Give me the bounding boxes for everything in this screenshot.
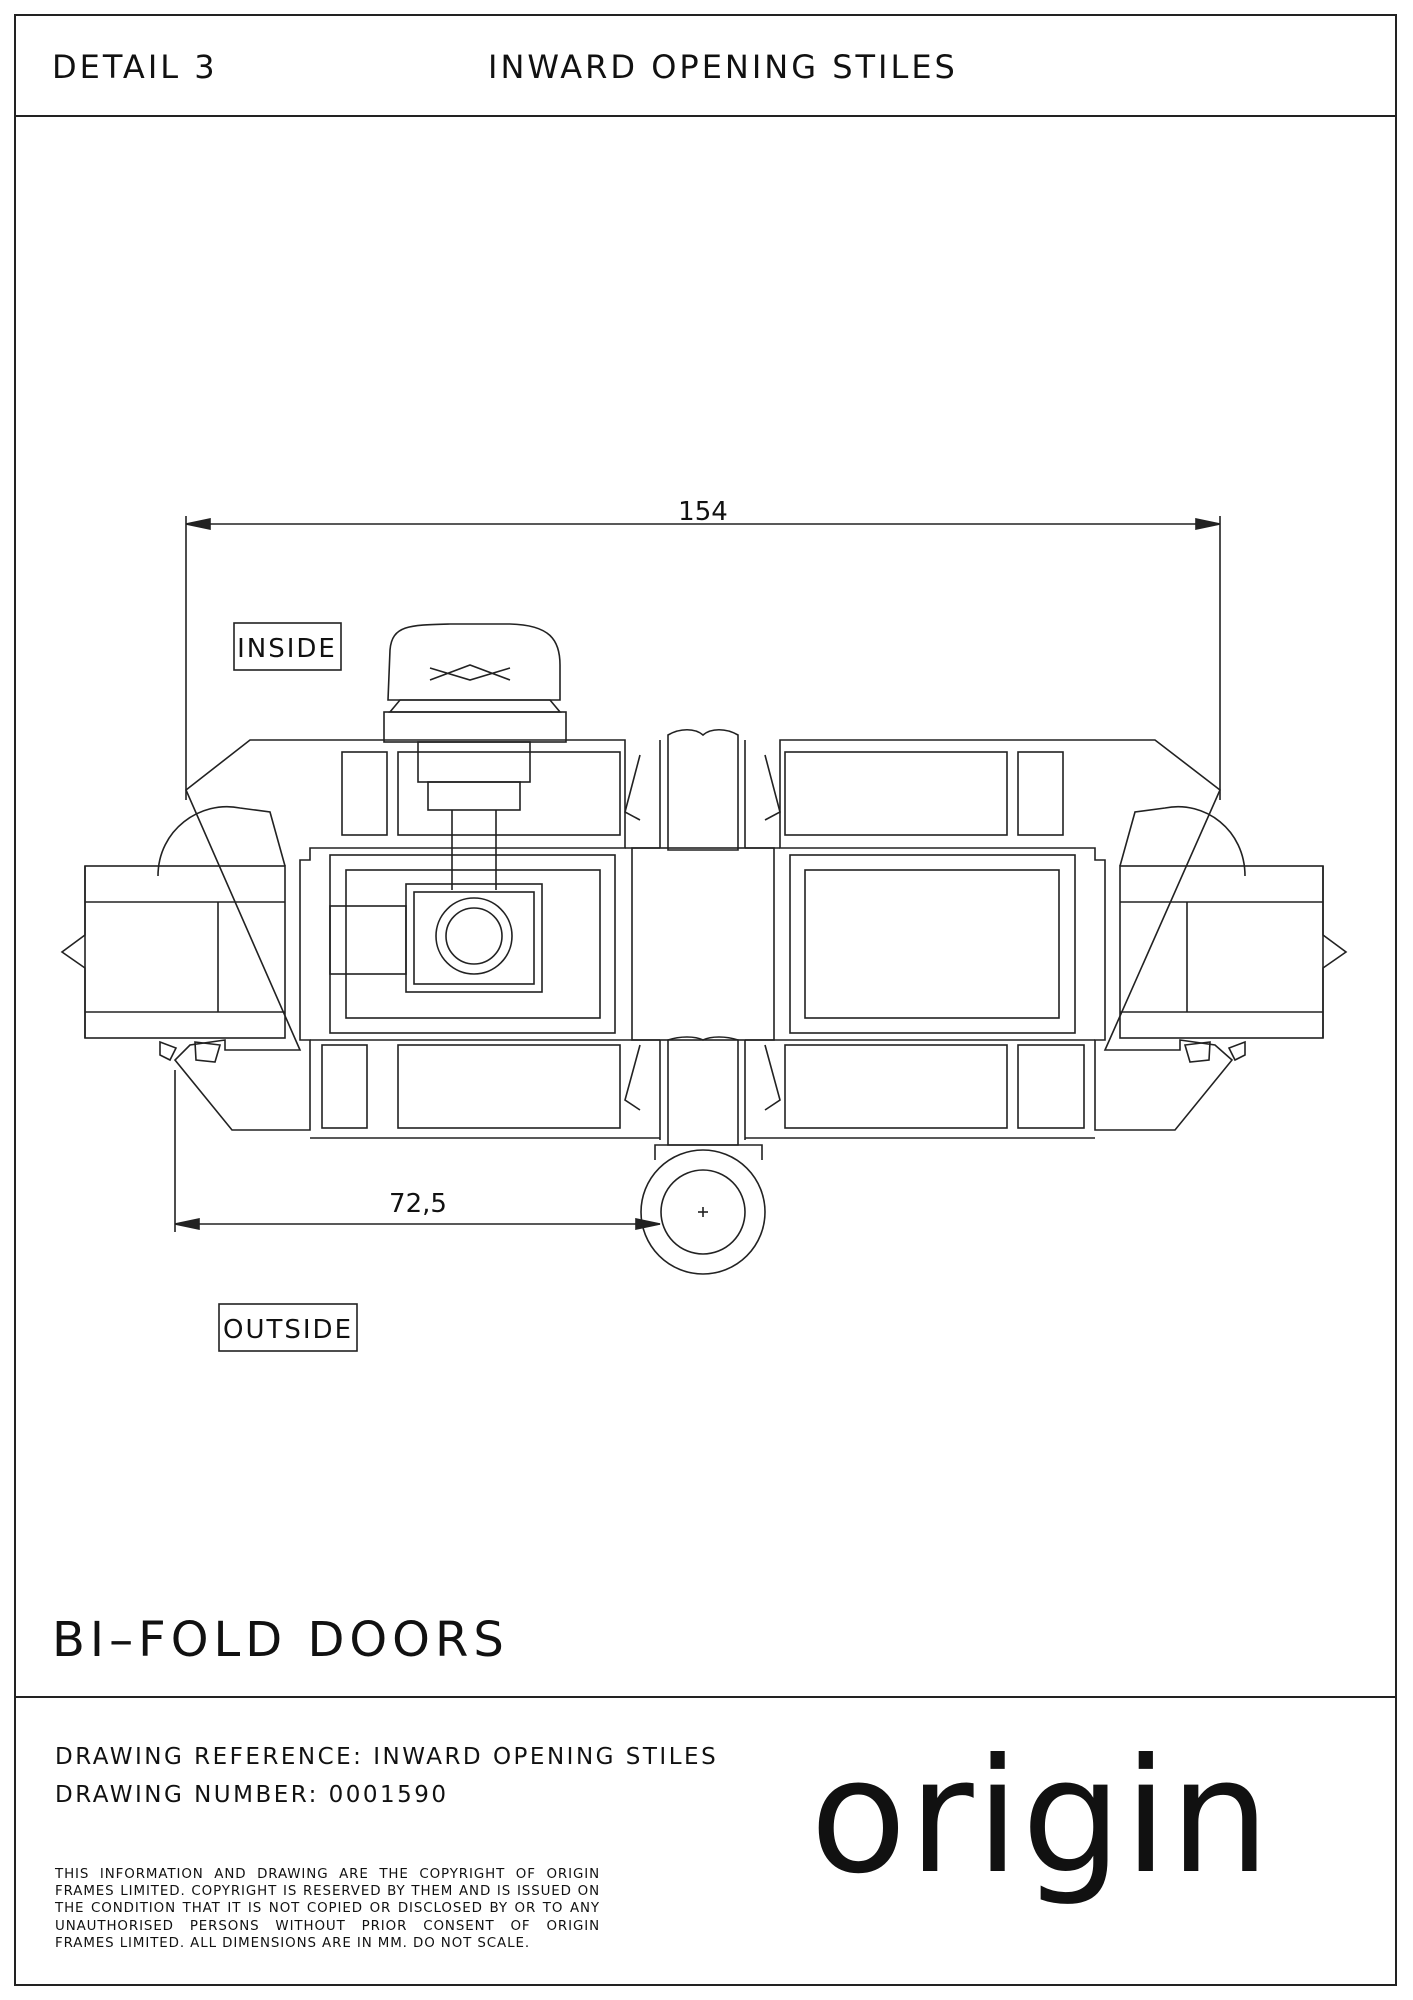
dimension-overall-value: 154 [678, 497, 728, 527]
glass-unit-right [1119, 865, 1348, 1039]
drawing-border [14, 14, 1397, 1986]
dimension-partial: 72,5 [174, 1070, 661, 1232]
detail-number: DETAIL 3 [52, 48, 218, 86]
door-handle [383, 623, 567, 890]
glazing-gasket-left [157, 805, 286, 877]
sash-profile-right [745, 739, 1234, 1139]
header-divider [14, 115, 1397, 117]
svg-text:OUTSIDE: OUTSIDE [223, 1315, 353, 1345]
copyright-notice: THIS INFORMATION AND DRAWING ARE THE COP… [55, 1867, 600, 1951]
lock-cylinder [640, 1144, 766, 1275]
drawing-number: DRAWING NUMBER: 0001590 [55, 1782, 449, 1808]
footer-divider [14, 1696, 1397, 1698]
product-title: BI–FOLD DOORS [52, 1612, 509, 1668]
label-outside: OUTSIDE [218, 1303, 358, 1352]
outer-seal-left [159, 1040, 222, 1063]
glass-unit-left [60, 865, 286, 1039]
svg-text:INSIDE: INSIDE [237, 634, 337, 664]
meeting-stile [624, 728, 781, 1146]
sash-profile-left [173, 739, 660, 1139]
glazing-gasket-right [1119, 805, 1246, 877]
outer-seal-right [1183, 1040, 1246, 1063]
label-inside: INSIDE [233, 622, 342, 671]
lock-gearbox [329, 883, 543, 993]
dimension-partial-value: 72,5 [389, 1189, 447, 1219]
detail-title: INWARD OPENING STILES [488, 48, 958, 86]
origin-logo: origin [810, 1725, 1272, 1909]
drawing-reference: DRAWING REFERENCE: INWARD OPENING STILES [55, 1744, 719, 1770]
dimension-overall: 154 [185, 497, 1221, 800]
